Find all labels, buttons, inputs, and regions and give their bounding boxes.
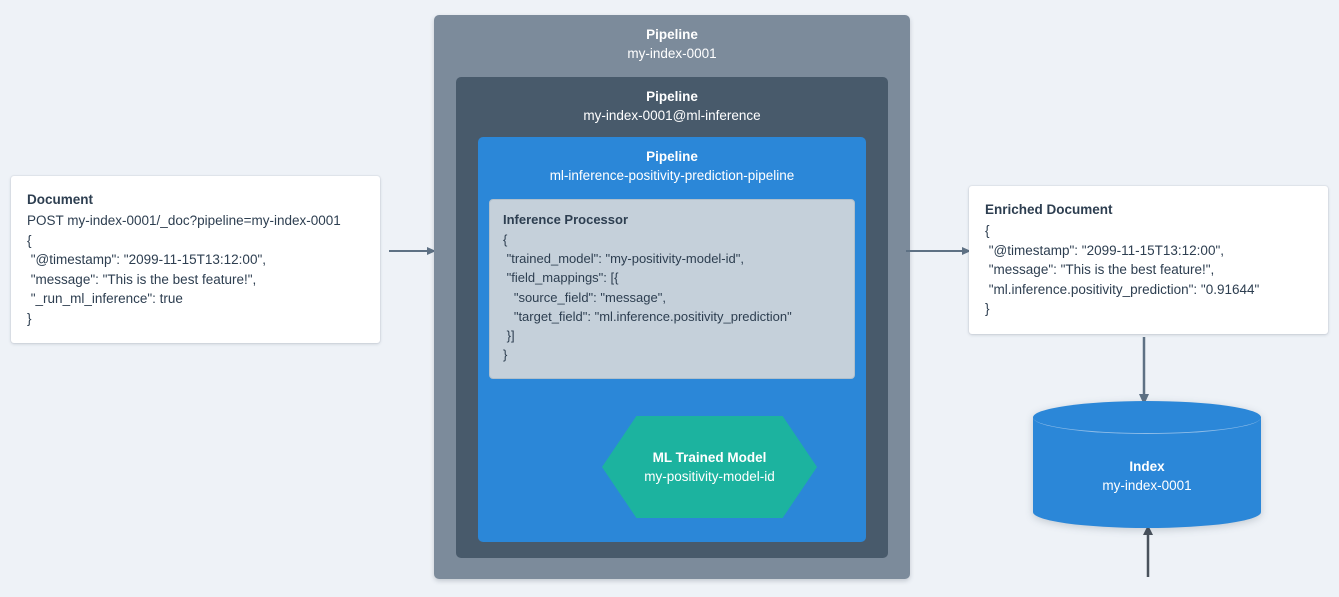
arrow-document-to-pipeline-icon bbox=[389, 243, 437, 259]
inference-processor-box: Inference Processor { "trained_model": "… bbox=[489, 199, 855, 379]
index-cylinder: Index my-index-0001 bbox=[1033, 401, 1261, 528]
document-body-line: } bbox=[27, 310, 32, 326]
enriched-document-card: Enriched Document { "@timestamp": "2099-… bbox=[969, 186, 1328, 334]
inference-processor-title: Inference Processor bbox=[503, 212, 629, 227]
arrow-pipeline-to-enriched-icon bbox=[906, 243, 972, 259]
pipeline-inner: Pipeline ml-inference-positivity-predict… bbox=[478, 137, 1153, 577]
pipeline-mid: Pipeline my-index-0001@ml-inference Pipe… bbox=[456, 77, 1153, 577]
arrow-enriched-to-index-icon bbox=[1136, 337, 1152, 405]
pipeline-outer-header: Pipeline my-index-0001 bbox=[434, 15, 910, 64]
inference-processor-line: "field_mappings": [{ bbox=[503, 270, 619, 286]
pipeline-outer-label: Pipeline bbox=[646, 27, 698, 42]
inference-processor-line: "source_field": "message", bbox=[503, 289, 666, 305]
document-body-line: "_run_ml_inference": true bbox=[27, 291, 183, 306]
pipeline-outer-name: my-index-0001 bbox=[627, 46, 717, 61]
enriched-document-line: "message": "This is the best feature!", bbox=[985, 262, 1215, 277]
pipeline-mid-label: Pipeline bbox=[646, 89, 698, 104]
inference-processor-line: }] bbox=[503, 328, 515, 344]
index-text: Index my-index-0001 bbox=[1033, 457, 1261, 496]
cylinder-top-ellipse bbox=[1033, 401, 1261, 434]
document-body-line: "message": "This is the best feature!", bbox=[27, 271, 257, 287]
document-card-title: Document bbox=[27, 192, 94, 207]
inference-processor-line: { bbox=[503, 232, 508, 247]
enriched-document-line: } bbox=[985, 301, 990, 316]
index-name: my-index-0001 bbox=[1102, 478, 1192, 493]
arrow-model-to-processor-icon bbox=[1140, 525, 1156, 577]
pipeline-inner-name: ml-inference-positivity-prediction-pipel… bbox=[549, 168, 795, 183]
pipeline-inner-label: Pipeline bbox=[646, 149, 698, 164]
enriched-document-line: { bbox=[985, 223, 990, 238]
hexagon-shape bbox=[602, 416, 817, 518]
document-body-line: "@timestamp": "2099-11-15T13:12:00", bbox=[27, 252, 266, 267]
pipeline-inner-header: Pipeline ml-inference-positivity-predict… bbox=[478, 137, 866, 186]
inference-processor-line: "target_field": "ml.inference.positivity… bbox=[503, 308, 792, 324]
enriched-document-line: "@timestamp": "2099-11-15T13:12:00", bbox=[985, 242, 1224, 258]
pipeline-outer: Pipeline my-index-0001 Pipeline my-index… bbox=[434, 15, 1153, 579]
document-card: Document POST my-index-0001/_doc?pipelin… bbox=[11, 176, 380, 343]
document-request-line: POST my-index-0001/_doc?pipeline=my-inde… bbox=[27, 213, 341, 228]
inference-processor-line: } bbox=[503, 347, 508, 363]
ml-trained-model-node: ML Trained Model my-positivity-model-id bbox=[602, 416, 817, 518]
index-label: Index bbox=[1129, 459, 1165, 474]
pipeline-mid-header: Pipeline my-index-0001@ml-inference bbox=[456, 77, 888, 126]
enriched-document-line: "ml.inference.positivity_prediction": "0… bbox=[985, 281, 1260, 297]
document-body-line: { bbox=[27, 232, 32, 248]
enriched-document-title: Enriched Document bbox=[985, 202, 1113, 217]
inference-processor-line: "trained_model": "my-positivity-model-id… bbox=[503, 251, 744, 267]
pipeline-mid-name: my-index-0001@ml-inference bbox=[583, 108, 761, 123]
